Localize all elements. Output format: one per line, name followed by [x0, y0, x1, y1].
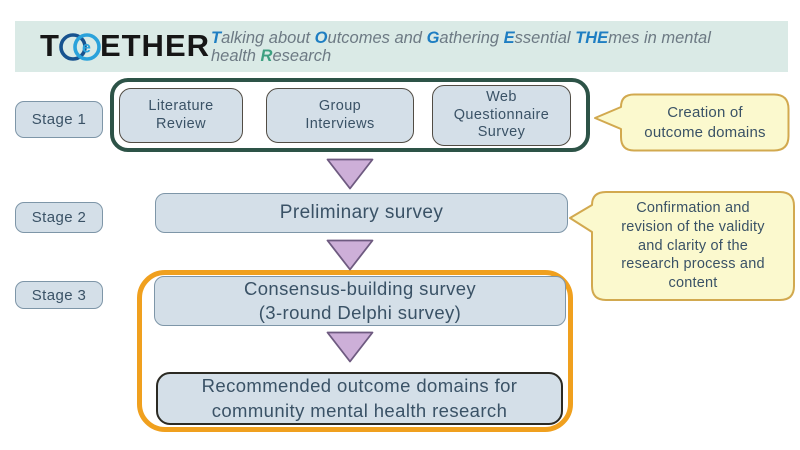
header-banner: T e ETHER Talking about Outcomes and Gat… [15, 21, 788, 72]
interlocking-circles-icon: e [59, 33, 101, 61]
down-arrow-icon [326, 158, 374, 190]
down-arrow-icon [326, 331, 374, 363]
svg-text:e: e [82, 40, 92, 57]
stage-3-label: Stage 3 [15, 281, 103, 309]
callout-bubble-stage1 [594, 93, 790, 152]
logo-letter-t: T [40, 28, 60, 63]
logo-letters-ether: ETHER [99, 28, 211, 63]
consensus-building-survey-box: Consensus-building survey(3-round Delphi… [154, 276, 566, 326]
stage-2-label: Stage 2 [15, 202, 103, 233]
project-subtitle: Talking about Outcomes and Gathering Ess… [211, 29, 711, 66]
stage-3-group-outline [137, 270, 573, 432]
callout-bubble-stage2 [569, 191, 795, 301]
together-logo: T e ETHER [40, 28, 210, 64]
preliminary-survey-box: Preliminary survey [155, 193, 568, 233]
stage-1-label: Stage 1 [15, 101, 103, 138]
down-arrow-icon [326, 239, 374, 271]
